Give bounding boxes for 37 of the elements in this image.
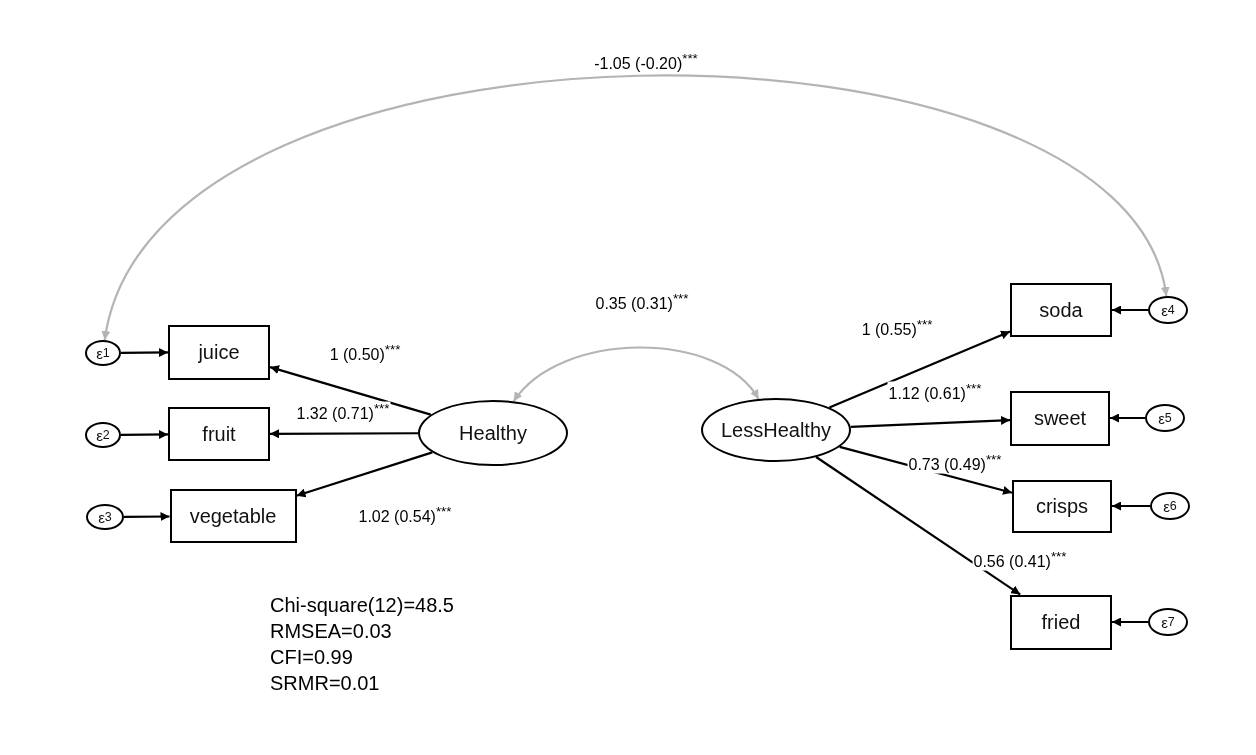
fit-statistic: CFI=0.99 [270, 645, 353, 669]
path-arrow [1112, 501, 1150, 511]
path-arrow [121, 430, 168, 439]
observed-variable-box: crisps [1012, 479, 1112, 533]
edge-label: 0.35 (0.31)$^{***}$ [594, 291, 690, 313]
path-arrow [850, 416, 1011, 428]
path-arrow [270, 429, 418, 439]
fit-statistic: Chi-square(12)=48.5 [270, 593, 454, 617]
edge-label: 1.02 (0.54)$^{***}$ [357, 504, 453, 526]
edge-label: 1 (0.55)$^{***}$ [860, 317, 934, 339]
path-arrow [121, 348, 168, 357]
fit-statistic: RMSEA=0.03 [270, 619, 392, 643]
observed-variable-box: soda [1010, 283, 1112, 337]
path-arrow [1112, 617, 1148, 627]
path-arrow [815, 456, 1021, 596]
path-arrow [269, 365, 432, 416]
path-arrow [1110, 413, 1145, 423]
path-arrow [296, 451, 433, 498]
path-arrow [828, 330, 1011, 409]
covariance-arrow [512, 346, 760, 402]
latent-variable-ellipse: Healthy [418, 400, 568, 466]
observed-variable-box: fried [1010, 594, 1112, 650]
observed-variable-box: juice [168, 324, 270, 380]
edge-label: 0.73 (0.49)$^{***}$ [907, 452, 1003, 474]
edge-label: 1.12 (0.61)$^{***}$ [887, 381, 983, 403]
latent-variable-ellipse: LessHealthy [701, 398, 851, 462]
edge-label: -1.05 (-0.20)$^{***}$ [593, 51, 699, 73]
fit-statistic: SRMR=0.01 [270, 671, 380, 695]
path-arrow [124, 512, 170, 522]
observed-variable-box: sweet [1010, 390, 1110, 446]
edge-label: 1.32 (0.71)$^{***}$ [295, 401, 391, 423]
edge-label: 0.56 (0.41)$^{***}$ [972, 549, 1068, 571]
path-arrow [1112, 305, 1148, 315]
edge-label: 1 (0.50)$^{***}$ [328, 342, 402, 364]
observed-variable-box: fruit [168, 407, 270, 461]
observed-variable-box: vegetable [169, 489, 297, 543]
covariance-arrow [103, 74, 1168, 341]
